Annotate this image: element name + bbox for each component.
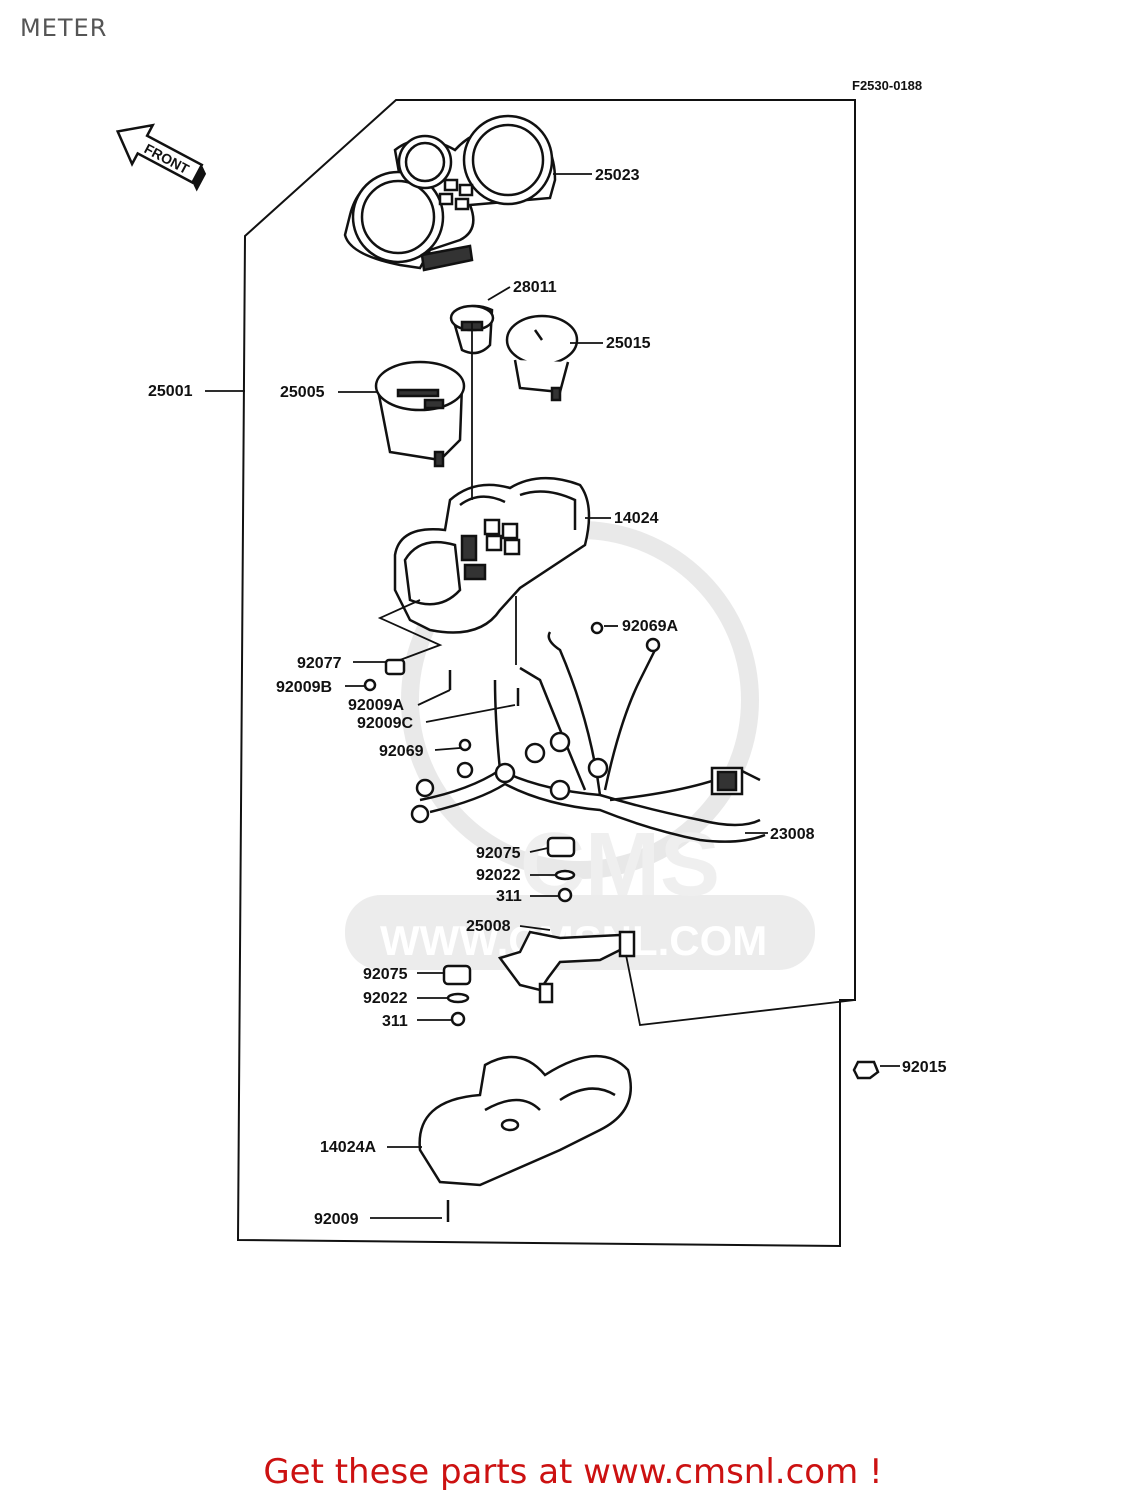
label-25015: 25015 xyxy=(606,335,651,352)
label-92077: 92077 xyxy=(297,655,342,672)
label-92009B: 92009B xyxy=(276,679,332,696)
lower-case-14024A xyxy=(418,1055,633,1187)
page-title: METER xyxy=(20,14,108,42)
label-14024A: 14024A xyxy=(320,1139,376,1156)
label-25001: 25001 xyxy=(148,383,193,400)
watermark-brand: CMS xyxy=(520,815,720,915)
label-92022-upper: 92022 xyxy=(476,867,521,884)
label-92069: 92069 xyxy=(379,743,424,760)
label-25023: 25023 xyxy=(595,167,640,184)
label-92015: 92015 xyxy=(902,1059,947,1076)
wire-harness-23008 xyxy=(410,621,766,843)
footer-promo[interactable]: Get these parts at www.cmsnl.com ! xyxy=(263,1452,883,1492)
label-92069A: 92069A xyxy=(622,618,678,635)
label-92009C: 92009C xyxy=(357,715,413,732)
hardware-parts xyxy=(363,658,880,1222)
label-25008: 25008 xyxy=(466,918,511,935)
gauge-25015 xyxy=(505,314,579,402)
label-311-lower: 311 xyxy=(382,1013,408,1030)
label-92075-lower: 92075 xyxy=(363,966,408,983)
meter-housing-14024 xyxy=(393,476,591,634)
label-23008: 23008 xyxy=(770,826,815,843)
front-arrow-icon: FRONT xyxy=(115,123,207,192)
meter-cover-25023 xyxy=(343,114,557,272)
label-28011: 28011 xyxy=(513,279,557,296)
part-labels: 25023 28011 25015 25001 25005 14024 9206… xyxy=(148,167,947,1228)
label-92009: 92009 xyxy=(314,1211,359,1228)
label-25005: 25005 xyxy=(280,384,325,401)
watermark: CMS WWW.CMSNL.COM xyxy=(345,521,815,970)
leader-lines xyxy=(205,173,900,1219)
label-14024: 14024 xyxy=(614,510,659,527)
diagram-code: F2530-0188 xyxy=(852,78,922,93)
label-311-upper: 311 xyxy=(496,888,522,905)
parts-diagram: CMS WWW.CMSNL.COM F2530-0188 FRONT xyxy=(115,78,947,1248)
label-92075-upper: 92075 xyxy=(476,845,521,862)
speedometer-25005 xyxy=(374,360,466,468)
label-92022-lower: 92022 xyxy=(363,990,408,1007)
label-92009A: 92009A xyxy=(348,697,404,714)
